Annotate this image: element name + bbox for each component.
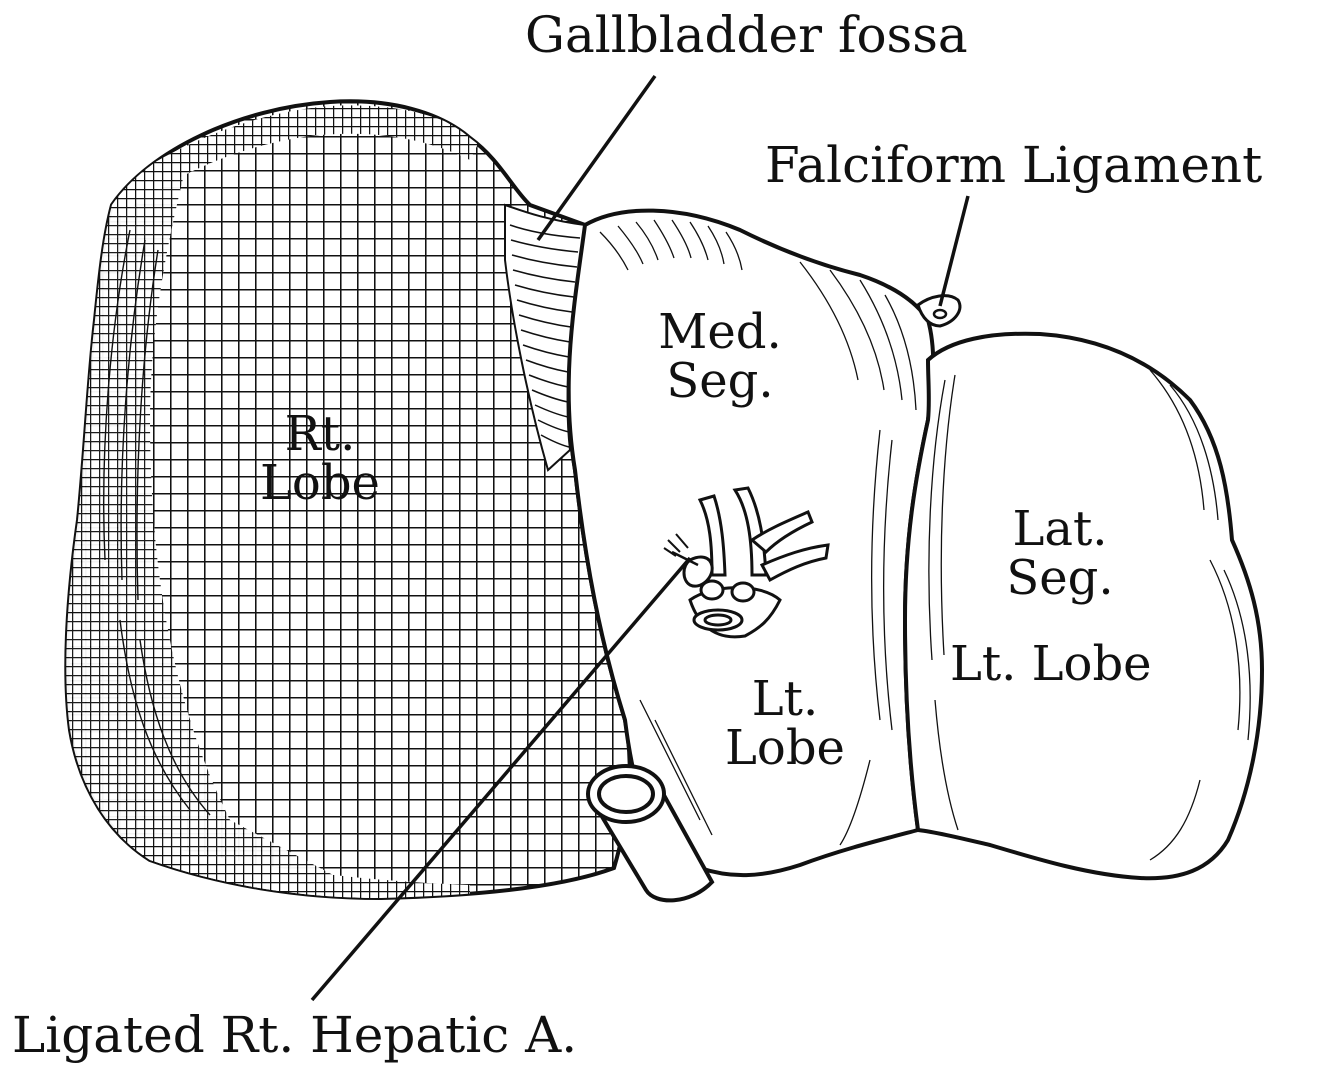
lat-seg-label: Lat. Seg. [990, 505, 1130, 603]
lat-seg-line-1: Lat. [990, 505, 1130, 554]
lt-lobe-center-label: Lt. Lobe [715, 675, 855, 773]
gallbladder-fossa-label: Gallbladder fossa [525, 10, 968, 61]
falciform-ligament-label: Falciform Ligament [765, 140, 1262, 191]
lateral-segment-shape [905, 334, 1262, 879]
lt-lobe-right-label: Lt. Lobe [950, 640, 1152, 689]
lt-lobe-center-line-2: Lobe [715, 724, 855, 773]
falciform-ligament-leader [940, 196, 968, 306]
med-seg-line-1: Med. [650, 308, 790, 357]
ligated-rt-hepatic-label: Ligated Rt. Hepatic A. [12, 1010, 577, 1061]
lat-seg-line-2: Seg. [990, 554, 1130, 603]
lt-lobe-center-line-1: Lt. [715, 675, 855, 724]
rt-lobe-label: Rt. Lobe [250, 410, 390, 508]
med-seg-line-2: Seg. [650, 357, 790, 406]
rt-lobe-line-1: Rt. [250, 410, 390, 459]
med-seg-label: Med. Seg. [650, 308, 790, 406]
rt-lobe-line-2: Lobe [250, 459, 390, 508]
